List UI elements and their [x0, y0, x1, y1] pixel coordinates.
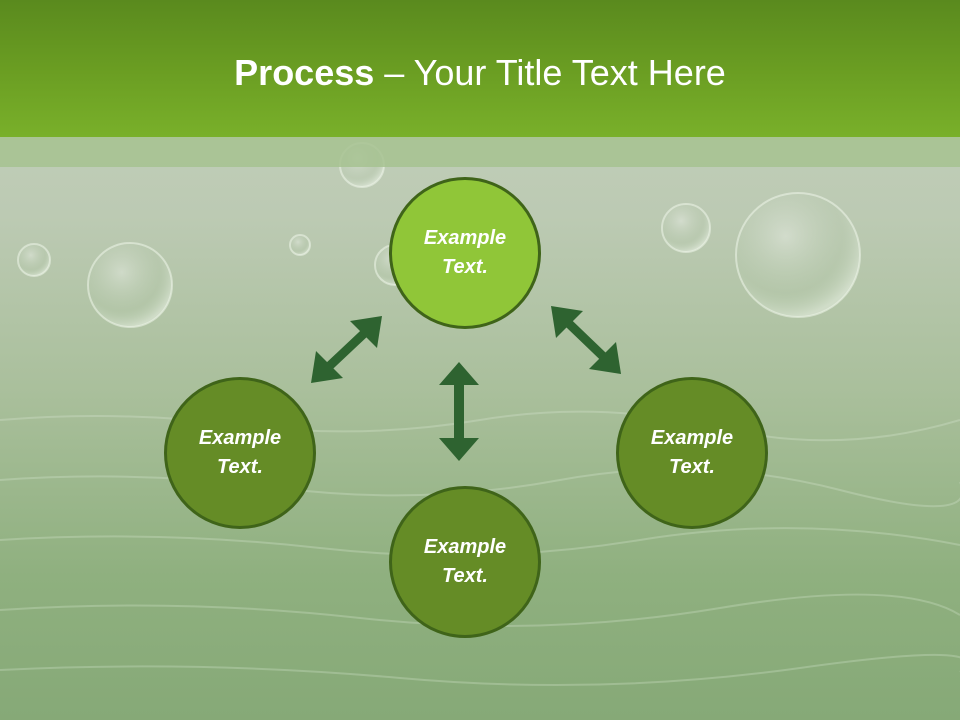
- process-node-left-text: Example Text.: [198, 427, 282, 478]
- title-bold: Process: [234, 52, 375, 93]
- slide-title: Process – Your Title Text Here: [0, 52, 960, 94]
- double-arrow-top-right: [551, 306, 621, 374]
- double-arrow-vertical: [439, 362, 479, 461]
- process-node-top: Example Text.: [389, 177, 541, 329]
- title-rest: – Your Title Text Here: [374, 52, 726, 93]
- title-bar: [0, 0, 960, 137]
- double-arrow-top-left: [311, 316, 382, 383]
- bubbles: [17, 142, 861, 328]
- process-node-top-text: Example Text.: [423, 227, 507, 278]
- process-node-right: Example Text.: [616, 377, 768, 529]
- process-node-right-text: Example Text.: [650, 427, 734, 478]
- title-bar-band: [0, 137, 960, 167]
- process-node-left: Example Text.: [164, 377, 316, 529]
- process-node-bottom: Example Text.: [389, 486, 541, 638]
- process-node-bottom-text: Example Text.: [423, 536, 507, 587]
